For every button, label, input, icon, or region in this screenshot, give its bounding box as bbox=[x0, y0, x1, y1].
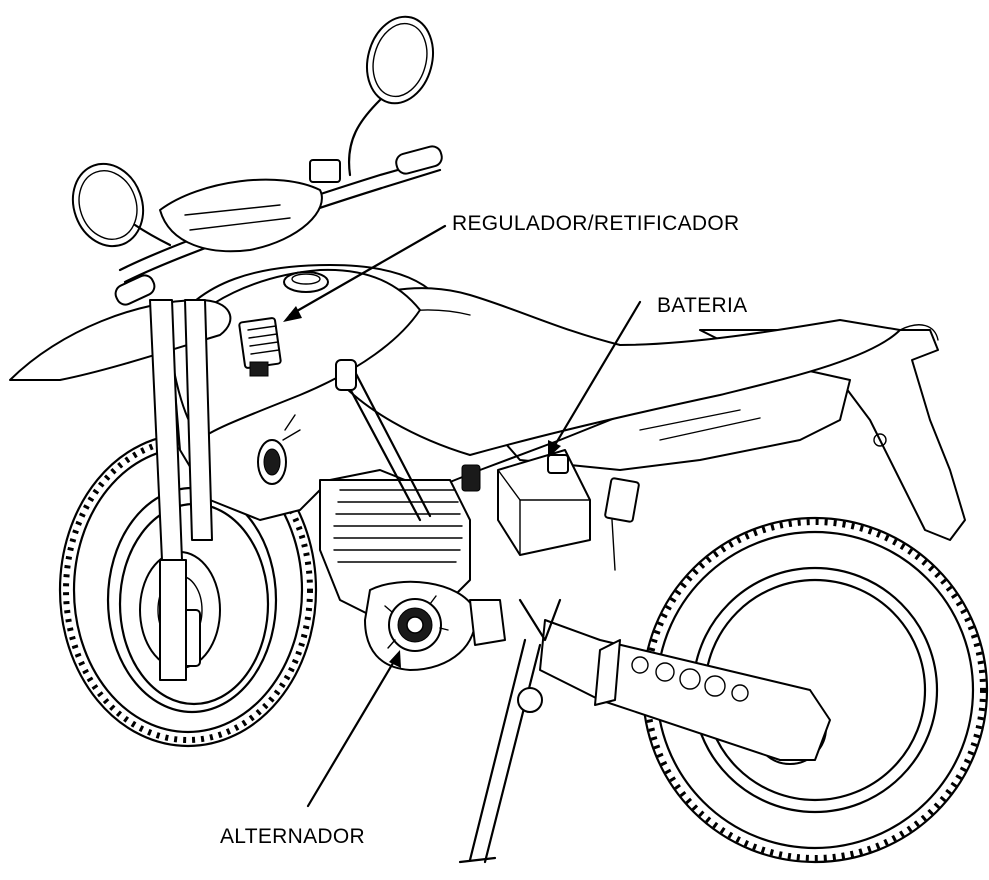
regulator-label: REGULADOR/RETIFICADOR bbox=[452, 212, 740, 235]
mirror-left bbox=[62, 154, 170, 256]
battery-label: BATERIA bbox=[657, 294, 747, 317]
alternator-callout: ALTERNADOR bbox=[220, 650, 401, 848]
swingarm bbox=[540, 620, 830, 760]
alternator-label: ALTERNADOR bbox=[220, 825, 365, 848]
